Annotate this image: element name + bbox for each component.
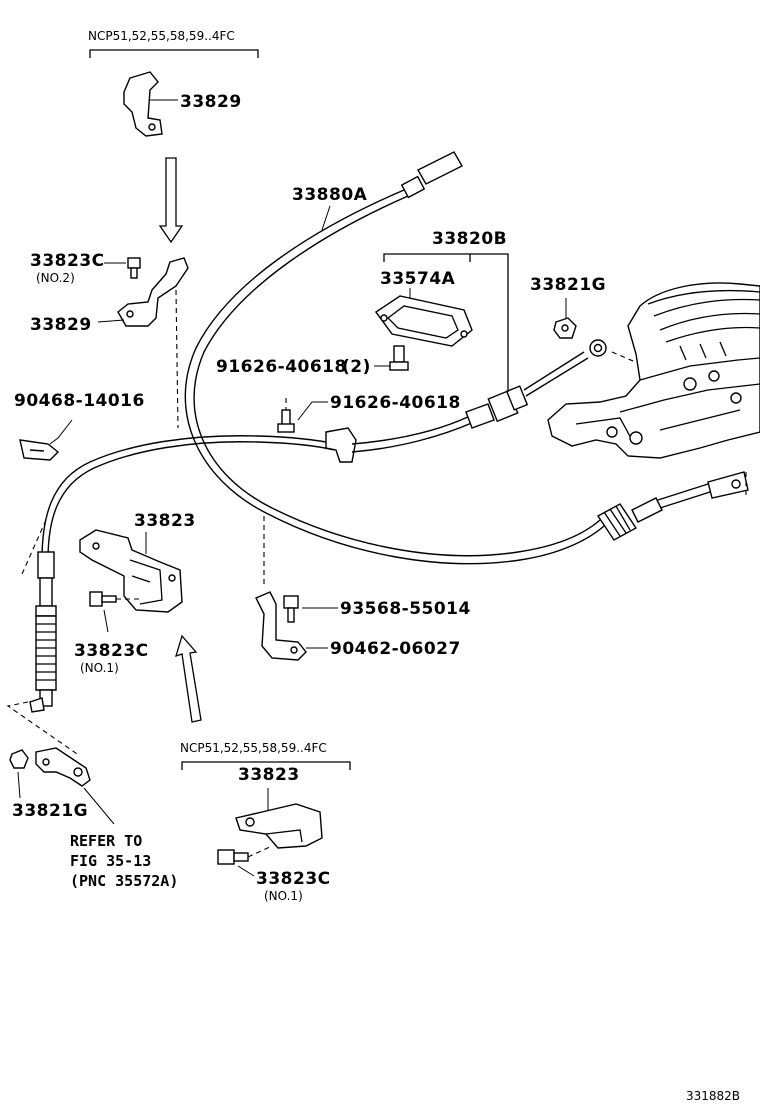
- bracket-33829-top[interactable]: [123, 71, 178, 137]
- note-top-text: NCP51,52,55,58,59..4FC: [88, 29, 235, 43]
- note-bottom-text: NCP51,52,55,58,59..4FC: [180, 741, 327, 755]
- bolt-93568-55014[interactable]: [283, 595, 299, 623]
- nut-33821g-top[interactable]: [553, 317, 577, 339]
- label-33821g-top: 33821G: [530, 275, 606, 295]
- nut-33821g-bottom[interactable]: [9, 749, 29, 769]
- bolt-91626-40618-b[interactable]: [277, 409, 295, 433]
- label-33823c-bottom: 33823C: [256, 869, 331, 889]
- label-33823c-no1-mid: 33823C: [74, 641, 149, 661]
- shift-lever-assembly: [547, 282, 760, 459]
- bolt-91626-40618-a[interactable]: [389, 345, 409, 371]
- label-33574a: 33574A: [380, 269, 456, 289]
- label-91626-40618-2: 91626-40618: [216, 357, 347, 377]
- label-33823-mid: 33823: [134, 511, 196, 531]
- label-no2: (NO.2): [36, 271, 75, 285]
- bolt-33823c-bottom[interactable]: [217, 849, 249, 865]
- label-33880a: 33880A: [292, 185, 368, 205]
- label-33820b: 33820B: [432, 229, 507, 249]
- figure-id: 331882B: [686, 1089, 740, 1103]
- arrow-up-icon: [175, 634, 202, 723]
- label-no1-bottom: (NO.1): [264, 889, 303, 903]
- clip-90468-14016[interactable]: [19, 439, 60, 461]
- note-bracket-top: NCP51,52,55,58,59..4FC: [88, 29, 259, 58]
- label-refer-pnc: (PNC 35572A): [70, 872, 178, 890]
- label-90468-14016: 90468-14016: [14, 391, 145, 411]
- bracket-90462-06027[interactable]: [255, 591, 307, 661]
- shift-cable-33820b[interactable]: [41, 339, 607, 561]
- label-qty-2: (2): [342, 357, 371, 377]
- cable-boot-left[interactable]: [29, 551, 57, 713]
- label-90462-06027: 90462-06027: [330, 639, 461, 659]
- bracket-33823-mid[interactable]: [79, 529, 183, 613]
- label-33829-mid: 33829: [30, 315, 92, 335]
- label-refer-to: REFER TO: [70, 832, 142, 850]
- bracket-33829-mid[interactable]: [117, 257, 189, 327]
- arrow-down-icon: [158, 157, 184, 244]
- note-bracket-bottom: NCP51,52,55,58,59..4FC: [180, 741, 351, 770]
- label-33823-bottom: 33823: [238, 765, 300, 785]
- bracket-33823-bottom[interactable]: [235, 803, 323, 849]
- bolt-33823c-no1-mid[interactable]: [89, 591, 117, 607]
- label-93568-55014: 93568-55014: [340, 599, 471, 619]
- gasket-33574a[interactable]: [375, 295, 473, 347]
- label-refer-fig: FIG 35-13: [70, 852, 151, 870]
- select-cable-33880a[interactable]: [184, 151, 749, 565]
- label-no1-mid: (NO.1): [80, 661, 119, 675]
- bolt-33823c-no2[interactable]: [127, 257, 141, 279]
- label-33821g-bottom: 33821G: [12, 801, 88, 821]
- label-33823c-no2: 33823C: [30, 251, 105, 271]
- label-33829-top: 33829: [180, 92, 242, 112]
- label-91626-40618: 91626-40618: [330, 393, 461, 413]
- shift-lever-link[interactable]: [35, 747, 91, 787]
